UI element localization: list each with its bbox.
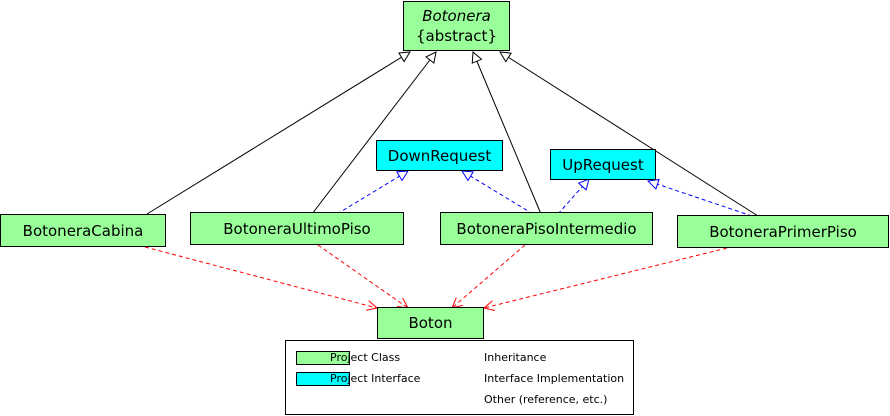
edge-primerpiso-implements-uprequest bbox=[648, 181, 753, 217]
legend-implementation-label: Interface Implementation bbox=[484, 372, 625, 385]
class-botonera-stereotype: {abstract} bbox=[416, 27, 497, 45]
class-botonerapisointermedio-name: BotoneraPisoIntermedio bbox=[456, 219, 637, 238]
edge-ultimopiso-inherits-botonera bbox=[311, 52, 436, 215]
class-botonera-name: Botonera bbox=[422, 7, 491, 25]
legend-class-label: Project Class bbox=[330, 351, 401, 364]
class-botoneraprimerpiso-name: BotoneraPrimerPiso bbox=[709, 222, 857, 241]
class-botonera: Botonera {abstract} bbox=[403, 1, 510, 51]
edge-ultimopiso-refs-boton bbox=[317, 244, 408, 308]
class-botoneraprimerpiso: BotoneraPrimerPiso bbox=[677, 215, 889, 248]
edge-cabina-inherits-botonera bbox=[146, 52, 410, 215]
class-boton-name: Boton bbox=[408, 314, 453, 332]
edge-pisointermedio-inherits-botonera bbox=[473, 52, 542, 215]
legend: Project Class Project Interface Inherita… bbox=[285, 340, 634, 415]
edge-pisointermedio-refs-boton bbox=[452, 244, 526, 308]
interface-downrequest: DownRequest bbox=[376, 140, 503, 171]
edge-primerpiso-refs-boton bbox=[484, 247, 728, 308]
class-botonerapisointermedio: BotoneraPisoIntermedio bbox=[440, 212, 653, 245]
class-boton: Boton bbox=[377, 307, 484, 339]
legend-other-label: Other (reference, etc.) bbox=[484, 393, 608, 406]
class-botoneracabina-name: BotoneraCabina bbox=[22, 221, 144, 240]
interface-uprequest: UpRequest bbox=[550, 149, 656, 180]
edge-pisointermedio-implements-uprequest bbox=[557, 179, 589, 215]
class-botoneracabina: BotoneraCabina bbox=[0, 214, 166, 247]
edge-cabina-refs-boton bbox=[144, 246, 377, 308]
legend-inheritance-label: Inheritance bbox=[484, 351, 547, 364]
edge-primerpiso-inherits-botonera bbox=[500, 52, 759, 217]
legend-class-swatch bbox=[296, 351, 350, 365]
edge-pisointermedio-implements-downrequest bbox=[462, 171, 534, 215]
interface-uprequest-name: UpRequest bbox=[562, 155, 644, 174]
interface-downrequest-name: DownRequest bbox=[387, 146, 492, 165]
class-botonerault imopiso: BotoneraUltimoPiso bbox=[190, 212, 404, 245]
legend-interface-swatch bbox=[296, 372, 350, 386]
legend-interface-label: Project Interface bbox=[330, 372, 421, 385]
edge-ultimopiso-implements-downrequest bbox=[336, 171, 408, 215]
class-botonerault imopiso-name: BotoneraUltimoPiso bbox=[223, 219, 371, 238]
